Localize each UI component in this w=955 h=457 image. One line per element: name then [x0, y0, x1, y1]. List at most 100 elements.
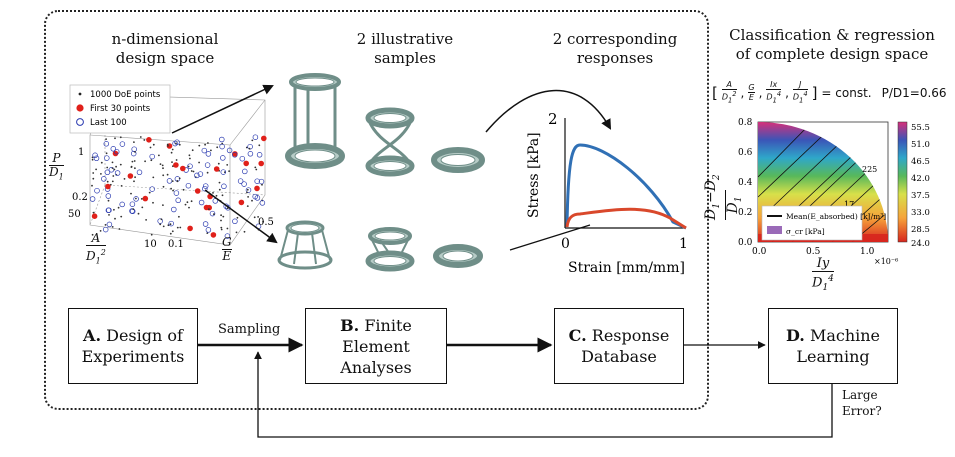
scatter-point — [148, 191, 151, 194]
scatter-point — [133, 196, 139, 202]
feedback-arrow — [254, 351, 833, 438]
scatter-point — [162, 185, 165, 188]
scatter-point — [245, 146, 248, 149]
scatter-point — [159, 163, 162, 165]
tick-label: 10 — [144, 239, 157, 250]
tick-label: 2 — [548, 110, 558, 128]
scatter-point — [91, 158, 94, 161]
sample-structures — [277, 73, 485, 272]
scatter-point — [202, 183, 209, 189]
tick-label: 51.0 — [911, 140, 930, 150]
scatter-point — [137, 212, 140, 215]
tick-label: 0.8 — [738, 118, 753, 128]
legend-swatch-icon — [767, 226, 782, 234]
legend-label: 1000 DoE points — [90, 90, 161, 100]
box-d-label2: Learning — [796, 347, 870, 366]
scatter-point — [188, 206, 190, 209]
scatter-point — [132, 208, 135, 211]
scatter-point — [176, 180, 179, 183]
tick-label: 0.2 — [738, 208, 752, 218]
scatter-point — [101, 176, 107, 182]
scatter-point — [243, 160, 249, 167]
scatter-legend-box — [69, 84, 171, 134]
scatter-point — [104, 155, 110, 161]
tick-label: 1.0 — [860, 247, 875, 257]
stress-curve-high — [565, 143, 687, 230]
box-d-letter: D. — [785, 326, 805, 345]
scatter-point — [202, 185, 208, 192]
scatter-point — [117, 206, 120, 209]
tick-label: 24.0 — [911, 239, 930, 249]
response-plot: 2 0 1 Strain [mm/mm] Stress [kPa] — [526, 110, 688, 276]
scatter-point — [217, 162, 220, 165]
header-line: 2 corresponding — [552, 30, 678, 48]
scatter-point — [129, 201, 136, 207]
scatter-point — [172, 140, 178, 147]
scatter-point — [130, 166, 133, 168]
scatter-point — [175, 197, 181, 204]
scatter-point — [178, 215, 180, 218]
scatter-points — [89, 134, 267, 239]
scatter-point — [248, 147, 251, 150]
scatter-point — [220, 155, 226, 161]
scatter-point — [130, 150, 137, 157]
scatter-point — [169, 223, 172, 226]
scatter-point — [224, 233, 231, 239]
scatter-point — [201, 147, 208, 154]
scatter-point — [111, 161, 114, 164]
scatter-point — [218, 188, 221, 191]
scatter-point — [94, 187, 100, 194]
scatter-point — [185, 182, 192, 189]
scatter-point — [241, 181, 247, 187]
scatter-point — [220, 228, 223, 231]
colorbar — [897, 121, 908, 243]
scatter-point — [228, 170, 231, 172]
scatter-point — [203, 204, 210, 211]
scatter-point — [169, 232, 172, 235]
scatter-point — [110, 146, 117, 152]
box-c-letter: C. — [568, 326, 587, 345]
arrow-to-response-top — [485, 89, 612, 133]
header-design-space: n-dimensional design space — [80, 30, 250, 68]
scatter-point — [212, 198, 219, 204]
scatter-point — [171, 148, 174, 151]
scatter-point — [141, 206, 144, 209]
y-ticks: 0.8 0.6 0.4 0.2 0.0 — [738, 118, 753, 248]
tick-label: 0.4 — [738, 178, 753, 188]
arrow-to-sample-top — [171, 84, 274, 134]
scatter-point — [102, 226, 109, 233]
scatter-point — [92, 177, 95, 180]
label-sampling: Sampling — [218, 322, 281, 337]
scatter-point — [208, 208, 210, 211]
scatter-point — [261, 135, 267, 142]
scatter-point — [204, 143, 207, 146]
scatter-point — [198, 144, 201, 147]
contour-legend — [761, 205, 863, 241]
scatter-point — [198, 199, 205, 206]
scatter-point — [206, 232, 209, 235]
scatter-point — [259, 200, 266, 206]
scatter-point — [119, 163, 122, 166]
scatter-point — [180, 165, 186, 172]
header-line: 2 illustrative — [356, 30, 454, 48]
scatter-point — [152, 201, 154, 204]
contour-label: 17 — [844, 200, 854, 209]
scatter-point — [175, 159, 178, 161]
tick-label: 55.5 — [911, 123, 930, 133]
scatter-point — [106, 180, 109, 183]
scatter-point — [130, 192, 132, 195]
scatter-point — [145, 219, 147, 221]
scatter-point — [213, 166, 220, 172]
colorbar-ticks: 55.5 51.0 46.5 42.0 37.5 33.0 28.5 24.0 — [911, 123, 930, 249]
scatter-point — [140, 198, 143, 200]
scatter-point — [222, 215, 225, 218]
legend-red-dot-icon — [76, 104, 84, 112]
scatter-point — [239, 155, 246, 162]
scatter-point — [159, 223, 162, 226]
scatter-point — [189, 157, 191, 160]
scatter-point — [158, 154, 160, 157]
